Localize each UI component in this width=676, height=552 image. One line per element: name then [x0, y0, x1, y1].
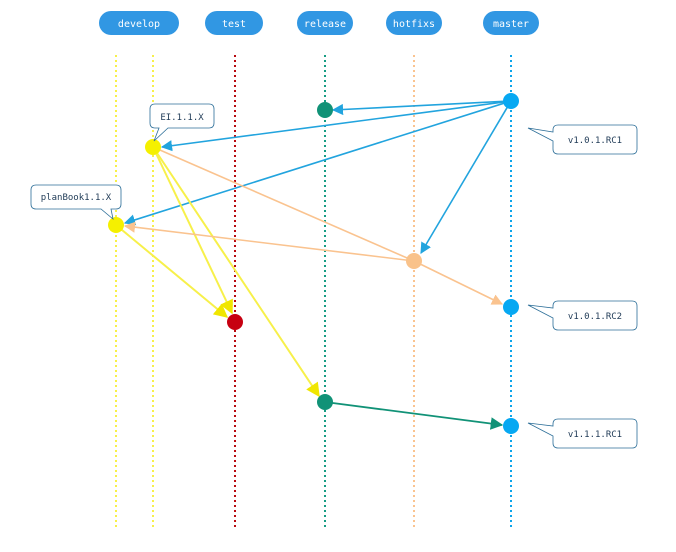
arrow-master-to-ei — [160, 100, 512, 152]
arrow-ei-to-test — [152, 146, 233, 315]
callout-rc1: v1.0.1.RC1 — [527, 124, 638, 155]
arrow-ei-to-release — [152, 146, 320, 398]
node-master-2 — [503, 299, 519, 315]
branch-header-develop: develop — [99, 11, 179, 35]
branch-label-master: master — [493, 19, 529, 30]
branch-header-master: master — [483, 11, 539, 35]
callout-ei: EI.1.1.X — [149, 103, 215, 142]
node-develop-ei — [145, 139, 161, 155]
branch-label-hotfixs: hotfixs — [393, 19, 435, 30]
arrow-master-to-hotfix — [420, 100, 512, 254]
node-hotfix-1 — [406, 253, 422, 269]
callout-planbook-label: planBook1.1.X — [41, 193, 112, 203]
callout-rc1-label: v1.0.1.RC1 — [568, 136, 622, 146]
branch-label-release: release — [304, 19, 346, 30]
node-master-3 — [503, 418, 519, 434]
callout-v111-label: v1.1.1.RC1 — [568, 430, 622, 440]
callout-planbook: planBook1.1.X — [30, 184, 122, 221]
branch-label-develop: develop — [118, 19, 160, 30]
callout-rc2: v1.0.1.RC2 — [527, 300, 638, 331]
arrow-master-to-release — [331, 100, 512, 116]
branch-header-test: test — [205, 11, 263, 35]
branch-header-release: release — [297, 11, 353, 35]
callout-ei-label: EI.1.1.X — [160, 113, 204, 123]
callout-v111: v1.1.1.RC1 — [527, 418, 638, 449]
node-release-1 — [317, 102, 333, 118]
branch-header-hotfixs: hotfixs — [386, 11, 442, 35]
node-develop-planbook — [108, 217, 124, 233]
node-master-1 — [503, 93, 519, 109]
arrow-hotfix-to-planbook — [123, 221, 415, 262]
arrow-release-to-master — [324, 401, 504, 430]
arrow-ei-to-hotfix-line — [152, 146, 415, 262]
node-test-1 — [227, 314, 243, 330]
callout-rc2-label: v1.0.1.RC2 — [568, 312, 622, 322]
arrow-hotfix-to-master — [413, 260, 504, 305]
branch-label-test: test — [222, 19, 246, 30]
arrow-planbook-to-test — [115, 224, 229, 318]
node-release-2 — [317, 394, 333, 410]
